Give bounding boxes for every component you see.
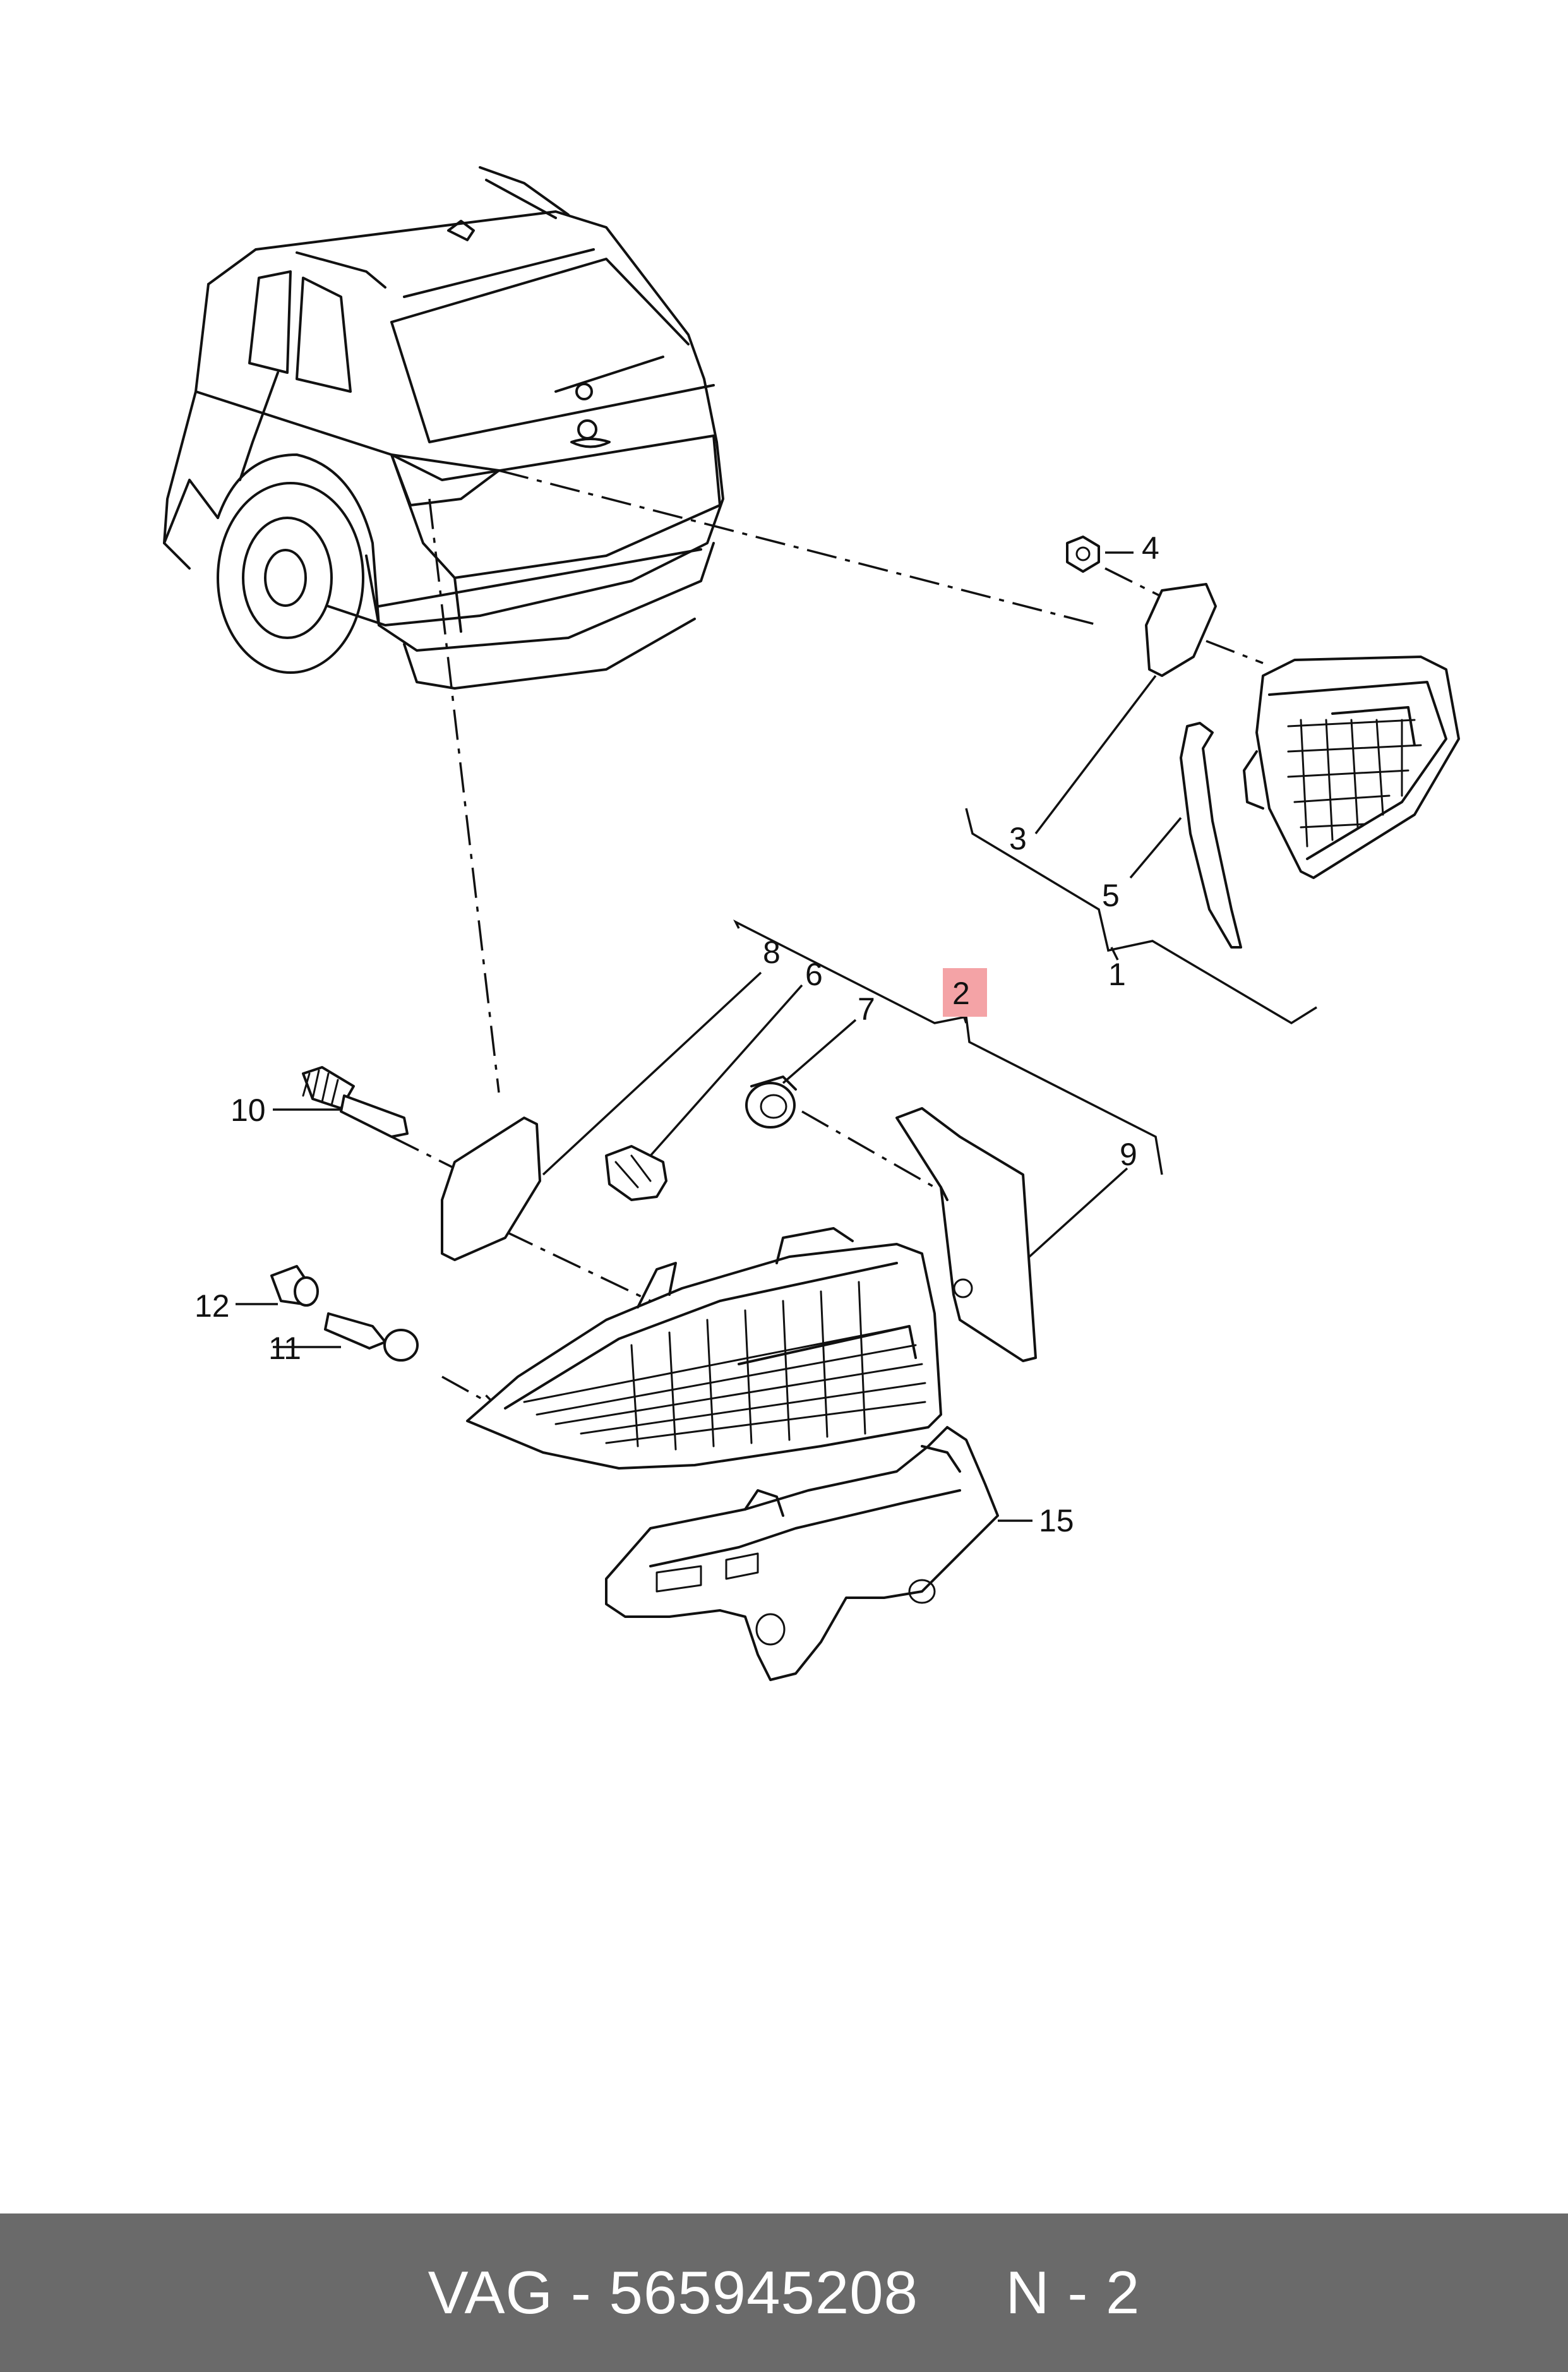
parts-diagram: 1 2 3 4 5 6 7 8 9 10 11 12 15 xyxy=(163,166,1460,1681)
callout-1: 1 xyxy=(1108,957,1126,992)
part-15-bracket xyxy=(605,1426,999,1681)
callout-10: 10 xyxy=(230,1093,266,1128)
part-10-bolt xyxy=(302,1066,409,1138)
callout-labels: 1 2 3 4 5 6 7 8 9 10 11 12 15 xyxy=(195,530,1159,1538)
callout-8: 8 xyxy=(763,935,781,970)
part-11-bolt xyxy=(324,1312,419,1362)
group-brackets xyxy=(733,808,1317,1175)
car-outline xyxy=(163,166,724,690)
part-4-nut xyxy=(1066,536,1100,573)
part-5-seal xyxy=(1180,722,1242,949)
part-2-tail-light xyxy=(466,1227,942,1470)
callout-2: 2 xyxy=(952,976,970,1011)
callout-2-highlight xyxy=(943,968,987,1017)
callout-6: 6 xyxy=(805,957,823,992)
callout-5: 5 xyxy=(1102,878,1120,913)
footer-bar: VAG - 565945208 N - 2 xyxy=(0,2213,1568,2372)
callout-4: 4 xyxy=(1142,530,1159,566)
callout-11: 11 xyxy=(268,1331,301,1366)
callout-3: 3 xyxy=(1009,821,1027,856)
part-number-caption: VAG - 565945208 N - 2 xyxy=(428,2258,1140,2327)
callout-9: 9 xyxy=(1120,1137,1137,1172)
inner-tail-light xyxy=(1243,656,1460,879)
callout-7: 7 xyxy=(858,991,875,1027)
part-7-grommet xyxy=(745,1075,797,1129)
part-8-cover xyxy=(441,1117,541,1261)
callout-15: 15 xyxy=(1039,1503,1074,1538)
leader-lines xyxy=(236,551,1182,1522)
part-12-clip xyxy=(270,1265,319,1307)
part-3-cover xyxy=(1145,583,1217,677)
part-6-bulb xyxy=(605,1145,667,1201)
part-9-seal xyxy=(895,1107,1037,1362)
callout-12: 12 xyxy=(195,1288,230,1324)
